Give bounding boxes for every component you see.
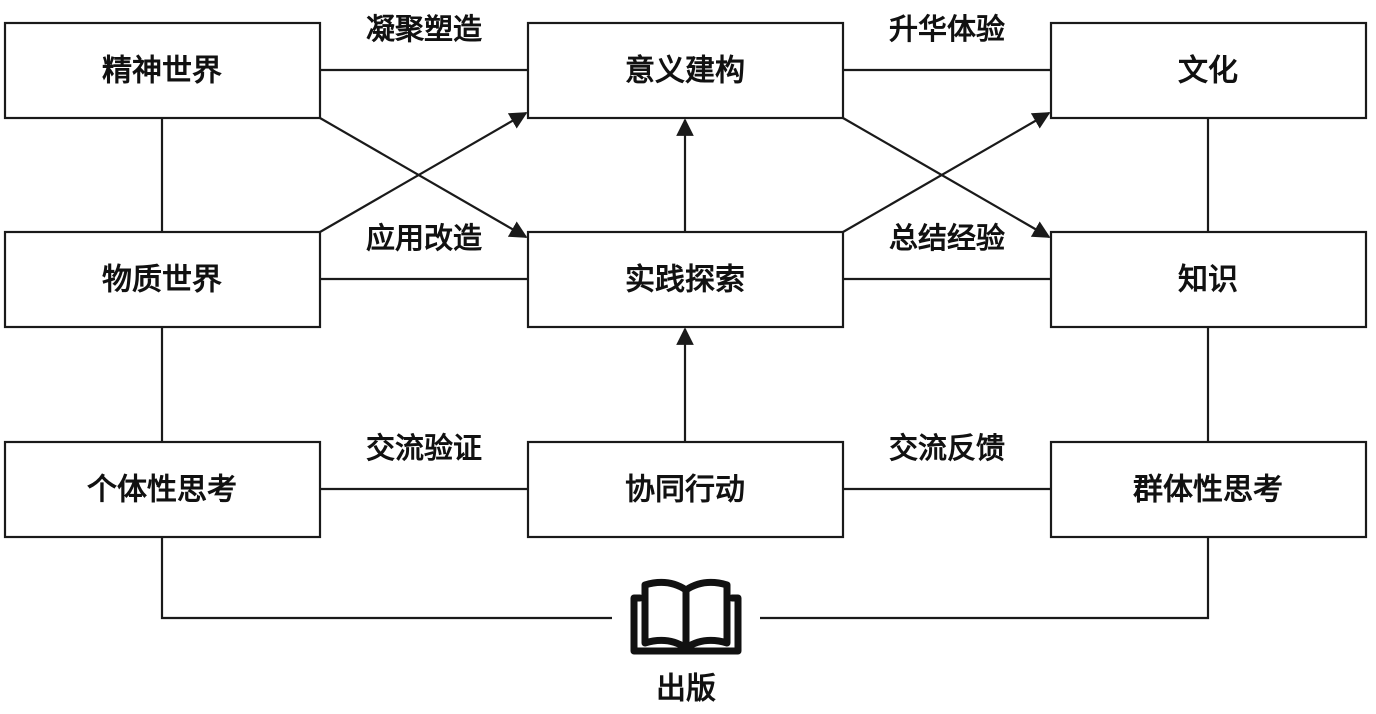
node-label: 精神世界 <box>102 54 222 89</box>
node-label: 物质世界 <box>102 263 222 298</box>
edge-group-to-publishing <box>760 537 1210 620</box>
node-spirit-world: 精神世界 <box>3 21 322 120</box>
arrow-practice-to-culture <box>842 112 1051 233</box>
edge-label-exchange-feedback: 交流反馈 <box>889 431 1005 465</box>
node-label: 意义建构 <box>625 54 745 89</box>
open-book-icon <box>630 578 742 655</box>
node-culture: 文化 <box>1049 21 1368 120</box>
node-collaborative-action: 协同行动 <box>526 440 845 539</box>
node-practice-exploration: 实践探索 <box>526 230 845 329</box>
node-label: 群体性思考 <box>1133 473 1283 508</box>
node-group-thinking: 群体性思考 <box>1049 440 1368 539</box>
node-meaning-construction: 意义建构 <box>526 21 845 120</box>
edge-label-condense-shape: 凝聚塑造 <box>366 12 482 46</box>
node-label: 文化 <box>1178 54 1238 89</box>
node-label: 个体性思考 <box>87 473 237 508</box>
arrow-material-to-meaning <box>319 112 528 233</box>
node-label: 实践探索 <box>625 263 745 298</box>
edge-label-summarize-experience: 总结经验 <box>889 221 1005 255</box>
publishing-label: 出版 <box>656 672 716 707</box>
arrow-spirit-to-practice <box>319 117 528 238</box>
edge-label-sublimate-experience: 升华体验 <box>889 12 1005 46</box>
node-label: 协同行动 <box>625 473 745 508</box>
edge-label-exchange-verify: 交流验证 <box>366 431 482 465</box>
node-material-world: 物质世界 <box>3 230 322 329</box>
node-individual-thinking: 个体性思考 <box>3 440 322 539</box>
edge-label-apply-transform: 应用改造 <box>366 221 482 255</box>
node-label: 知识 <box>1178 263 1238 298</box>
edge-individual-to-publishing <box>160 537 612 620</box>
node-knowledge: 知识 <box>1049 230 1368 329</box>
arrow-meaning-to-knowledge <box>842 117 1051 238</box>
